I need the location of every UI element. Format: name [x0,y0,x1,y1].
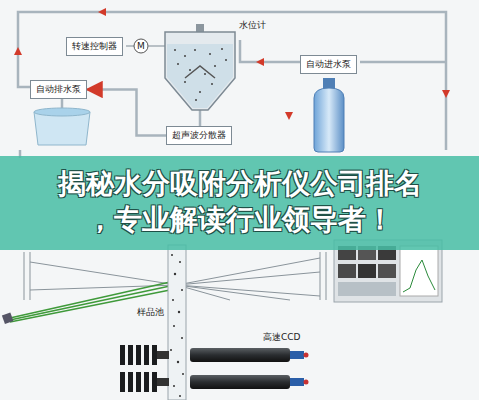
flow-arrow [14,8,450,120]
box-label: 转速控制器 [72,40,117,53]
title-banner: 揭秘水分吸附分析仪公司排名 ，专业解读行业领导者！ [0,156,479,250]
ccd-camera [120,345,309,392]
pump-box: 自动进水泵 [300,55,357,74]
water-bucket [34,108,90,145]
box-label: 自动进水泵 [306,58,351,71]
part-name: 高速CCD [262,331,302,344]
box-label: 超声波分散器 [172,129,226,142]
dispersion-tank [165,24,235,110]
motor-symbol [134,39,148,53]
part-name: 样品池 [136,306,165,319]
water-bottle [314,78,344,152]
controller-box: 转速控制器 [66,37,123,56]
optics [2,245,326,400]
part-name: 水位计 [238,19,267,32]
pipe-connector [87,90,166,136]
pipe [18,12,446,158]
pump-box: 自动排水泵 [30,80,87,99]
disperser-box: 超声波分散器 [166,126,232,145]
motor-symbol-label: M [136,41,146,51]
banner-title: 揭秘水分吸附分析仪公司排名 ，专业解读行业领导者！ [40,166,440,238]
box-label: 自动排水泵 [36,83,81,96]
wire [126,46,134,47]
